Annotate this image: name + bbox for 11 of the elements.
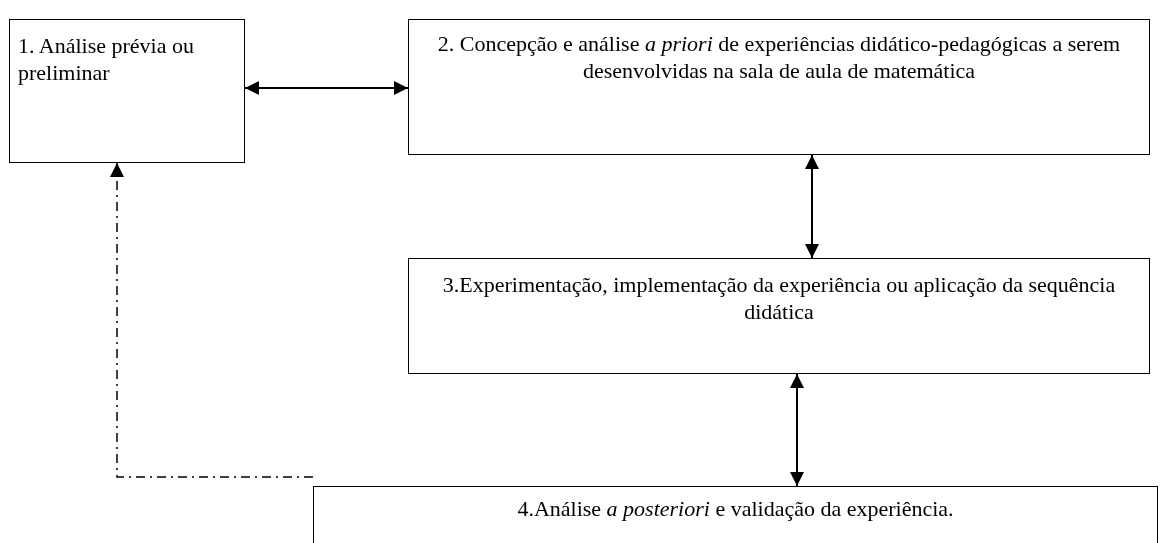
dash-dot-arrow: [110, 162, 314, 478]
process-box: [9, 19, 245, 163]
process-box: [408, 19, 1150, 155]
box-text: 4.Análise a posteriori e validação da experiência.: [516, 495, 955, 522]
process-box: [408, 258, 1150, 374]
box-text: 2. Concepção e análise a priori de experiências didático-pedagógicas a serem desenvolvidas na sala de aula de matemática: [436, 30, 1122, 84]
double-arrow: [805, 154, 819, 259]
double-arrow: [244, 81, 409, 95]
box-text: 3.Experimentação, implementação da experiência ou aplicação da sequência didática: [441, 271, 1117, 325]
box-text: 1. Análise prévia ou preliminar: [18, 32, 195, 86]
double-arrow: [790, 373, 804, 487]
